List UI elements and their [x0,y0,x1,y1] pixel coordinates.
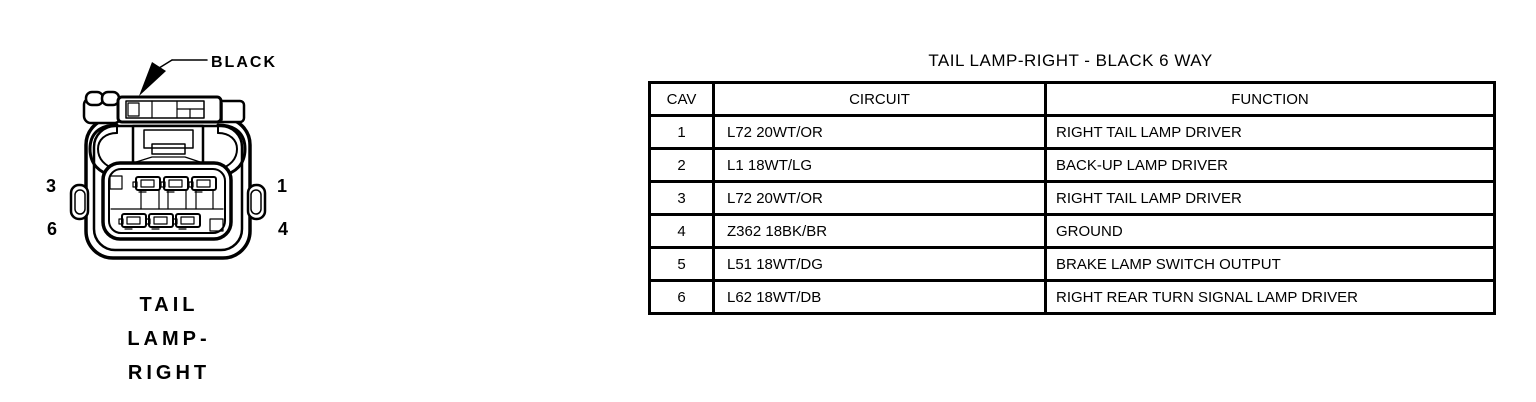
table-row: 6 L62 18WT/DB RIGHT REAR TURN SIGNAL LAM… [648,279,1496,315]
function-cell: GROUND [1044,213,1496,249]
cav-cell: 6 [648,279,715,315]
terminal-top-2 [160,176,189,193]
connector-caption-line: LAMP- [127,328,211,350]
function-cell: BRAKE LAMP SWITCH OUTPUT [1044,246,1496,282]
connector-caption: TAIL LAMP- RIGHT [99,288,239,390]
circuit-cell: L72 20WT/OR [712,180,1047,216]
function-cell: RIGHT TAIL LAMP DRIVER [1044,180,1496,216]
column-header-function: FUNCTION [1044,81,1496,117]
cav-cell: 1 [648,114,715,150]
cav-cell: 5 [648,246,715,282]
terminal-bottom-3 [172,213,201,230]
circuit-cell: Z362 18BK/BR [712,213,1047,249]
function-cell: BACK-UP LAMP DRIVER [1044,147,1496,183]
color-callout-arrow [139,59,208,96]
table-row: 1 L72 20WT/OR RIGHT TAIL LAMP DRIVER [648,114,1496,150]
column-header-circuit: CIRCUIT [712,81,1047,117]
connector-ear-left [69,183,90,221]
cav-cell: 2 [648,147,715,183]
connector-ear-right [246,183,267,221]
terminal-bottom-2 [145,213,174,230]
terminal-top-1 [132,176,161,193]
table-row: 4 Z362 18BK/BR GROUND [648,213,1496,249]
connector-caption-line: RIGHT [127,362,211,384]
pin-label-4: 4 [278,219,288,239]
cav-cell: 4 [648,213,715,249]
connector-diagram: BLACK 3 6 1 4 [46,54,288,260]
table-header-row: CAV CIRCUIT FUNCTION [648,81,1496,117]
pinout-table: CAV CIRCUIT FUNCTION 1 L72 20WT/OR RIGHT… [648,81,1496,315]
connector-color-label: BLACK [211,54,277,71]
function-cell: RIGHT REAR TURN SIGNAL LAMP DRIVER [1044,279,1496,315]
function-cell: RIGHT TAIL LAMP DRIVER [1044,114,1496,150]
table-row: 2 L1 18WT/LG BACK-UP LAMP DRIVER [648,147,1496,183]
table-row: 3 L72 20WT/OR RIGHT TAIL LAMP DRIVER [648,180,1496,216]
cav-cell: 3 [648,180,715,216]
circuit-cell: L51 18WT/DG [712,246,1047,282]
terminal-bottom-1 [118,213,147,230]
terminal-top-3 [188,176,217,193]
connector-latch [82,90,246,125]
connector-caption-line: TAIL [139,294,199,316]
table-row: 5 L51 18WT/DG BRAKE LAMP SWITCH OUTPUT [648,246,1496,282]
table-title: TAIL LAMP-RIGHT - BLACK 6 WAY [928,51,1213,70]
pin-label-1: 1 [277,176,287,196]
circuit-cell: L1 18WT/LG [712,147,1047,183]
pin-label-6: 6 [47,219,57,239]
circuit-cell: L62 18WT/DB [712,279,1047,315]
pin-label-3: 3 [46,176,56,196]
column-header-cav: CAV [648,81,715,117]
circuit-cell: L72 20WT/OR [712,114,1047,150]
